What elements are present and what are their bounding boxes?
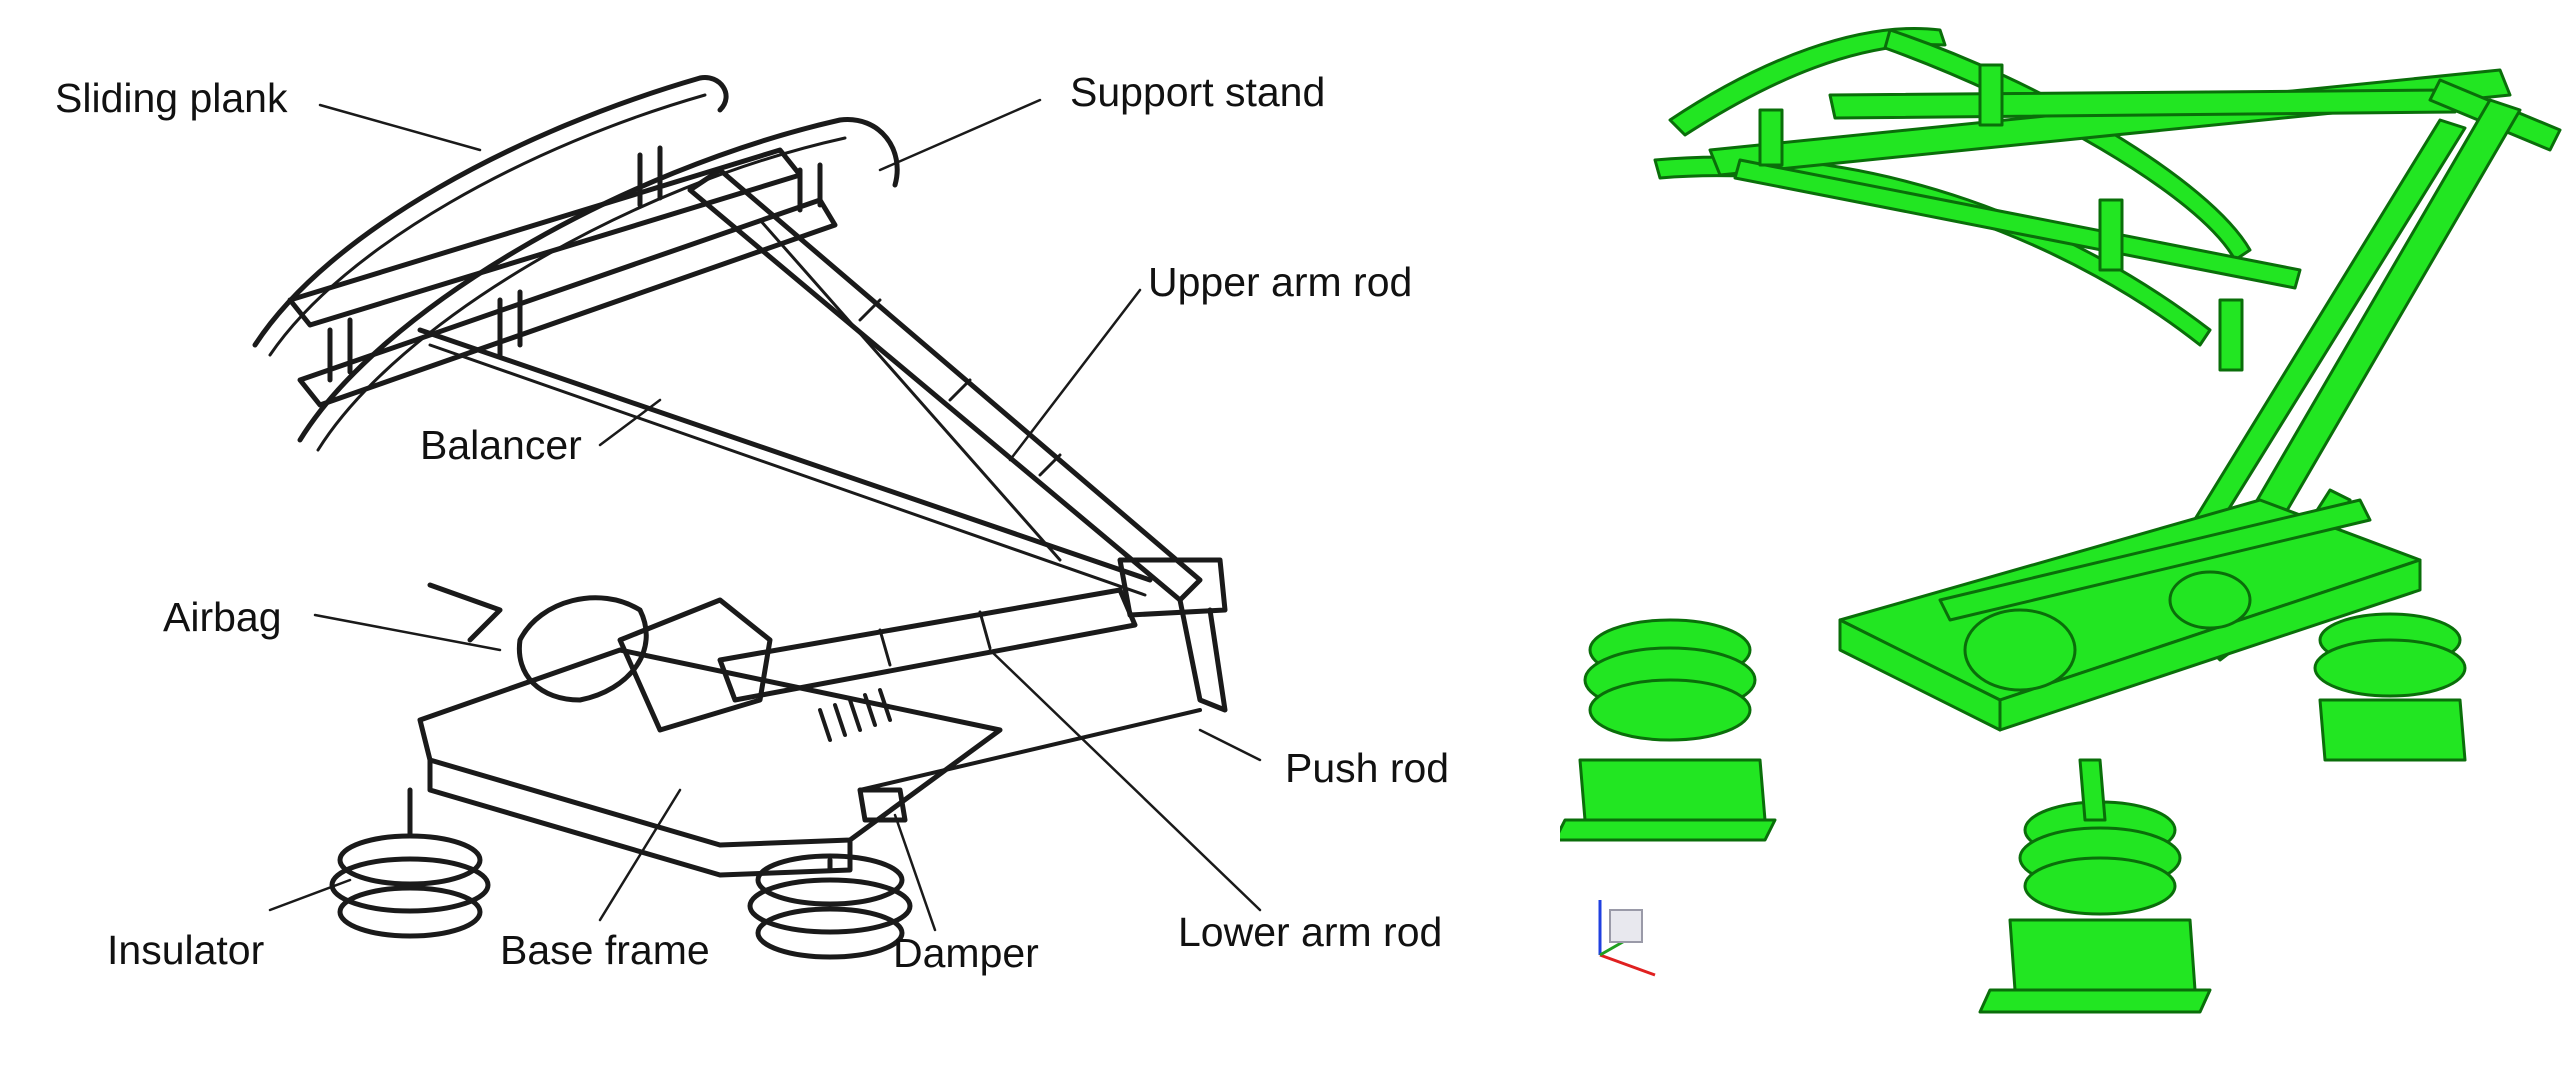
label-upper-arm-rod: Upper arm rod <box>1148 259 1413 305</box>
leader-sliding-plank <box>318 103 482 152</box>
leader-lower-arm-rod <box>988 648 1262 912</box>
model-insulator-left <box>1560 618 1777 842</box>
label-support-stand: Support stand <box>1070 69 1326 115</box>
leader-insulator <box>268 878 352 912</box>
leader-damper <box>893 813 937 932</box>
model-support-3 <box>2098 198 2124 272</box>
tension-rod <box>758 218 1062 562</box>
pantograph-3d-model-panel <box>1560 0 2576 1066</box>
upper-arm-rod <box>687 167 1203 603</box>
knee-joint <box>1117 557 1228 618</box>
leader-base-frame <box>598 788 682 922</box>
lower-arm-rod-stripes <box>878 610 992 667</box>
label-damper: Damper <box>893 930 1039 976</box>
pantograph-line-drawing-panel: Sliding plank Support stand Upper arm ro… <box>55 69 1656 977</box>
leader-balancer <box>598 398 662 447</box>
rear-sliding-plank-inner <box>316 136 847 452</box>
push-rod <box>858 708 1202 792</box>
pantograph-3d-model <box>1560 26 2562 1014</box>
plank-support-4 <box>797 162 823 213</box>
model-top-crossbar <box>1708 68 2512 177</box>
insulator-left <box>329 787 491 939</box>
base-frame-lower <box>427 757 853 878</box>
label-sliding-plank: Sliding plank <box>55 75 288 121</box>
model-damper <box>2168 570 2252 630</box>
airbag <box>516 595 649 703</box>
leader-upper-arm-rod <box>1008 288 1142 462</box>
damper-spring <box>818 688 892 742</box>
front-sliding-plank-inner <box>268 93 707 357</box>
base-frame <box>417 647 1003 848</box>
knee-bracket <box>1177 597 1228 713</box>
model-connector <box>2078 758 2107 822</box>
plank-support-1 <box>327 317 353 383</box>
model-top-crossbar-2 <box>1828 88 2457 120</box>
airbag-lever <box>427 582 503 643</box>
model-base-frame-front <box>1998 558 2422 732</box>
plank-support-3 <box>497 289 523 358</box>
label-push-rod: Push rod <box>1285 745 1450 791</box>
label-base-frame: Base frame <box>500 927 710 973</box>
label-lower-arm-rod: Lower arm rod <box>1178 909 1443 955</box>
model-insulator-right <box>2313 612 2467 762</box>
front-sliding-plank <box>252 75 729 348</box>
model-support-1 <box>1758 108 1784 167</box>
damper-body <box>857 787 908 823</box>
xyz-axis-triad-icon <box>1598 900 1656 977</box>
model-support-2 <box>1978 63 2004 127</box>
model-support-4 <box>2218 298 2244 372</box>
balancer-rod-2 <box>428 343 1147 597</box>
pantograph-line-drawing <box>252 75 1262 960</box>
label-airbag: Airbag <box>163 594 282 640</box>
model-airbag <box>1963 608 2077 692</box>
model-insulator-bottom <box>1978 800 2212 1014</box>
mechanism <box>617 597 773 733</box>
upper-arm-rod-stripes <box>858 298 1062 477</box>
leader-push-rod <box>1198 728 1262 762</box>
insulator-center <box>747 853 913 960</box>
label-insulator: Insulator <box>107 927 265 973</box>
top-frame-rear <box>297 197 838 408</box>
balancer-rod <box>417 327 1153 583</box>
leader-airbag <box>313 613 502 652</box>
plank-support-2 <box>637 145 663 208</box>
leader-support-stand <box>878 98 1042 172</box>
label-balancer: Balancer <box>420 422 582 468</box>
lower-arm-rod <box>717 587 1138 703</box>
model-cross-rail <box>1938 498 2372 622</box>
